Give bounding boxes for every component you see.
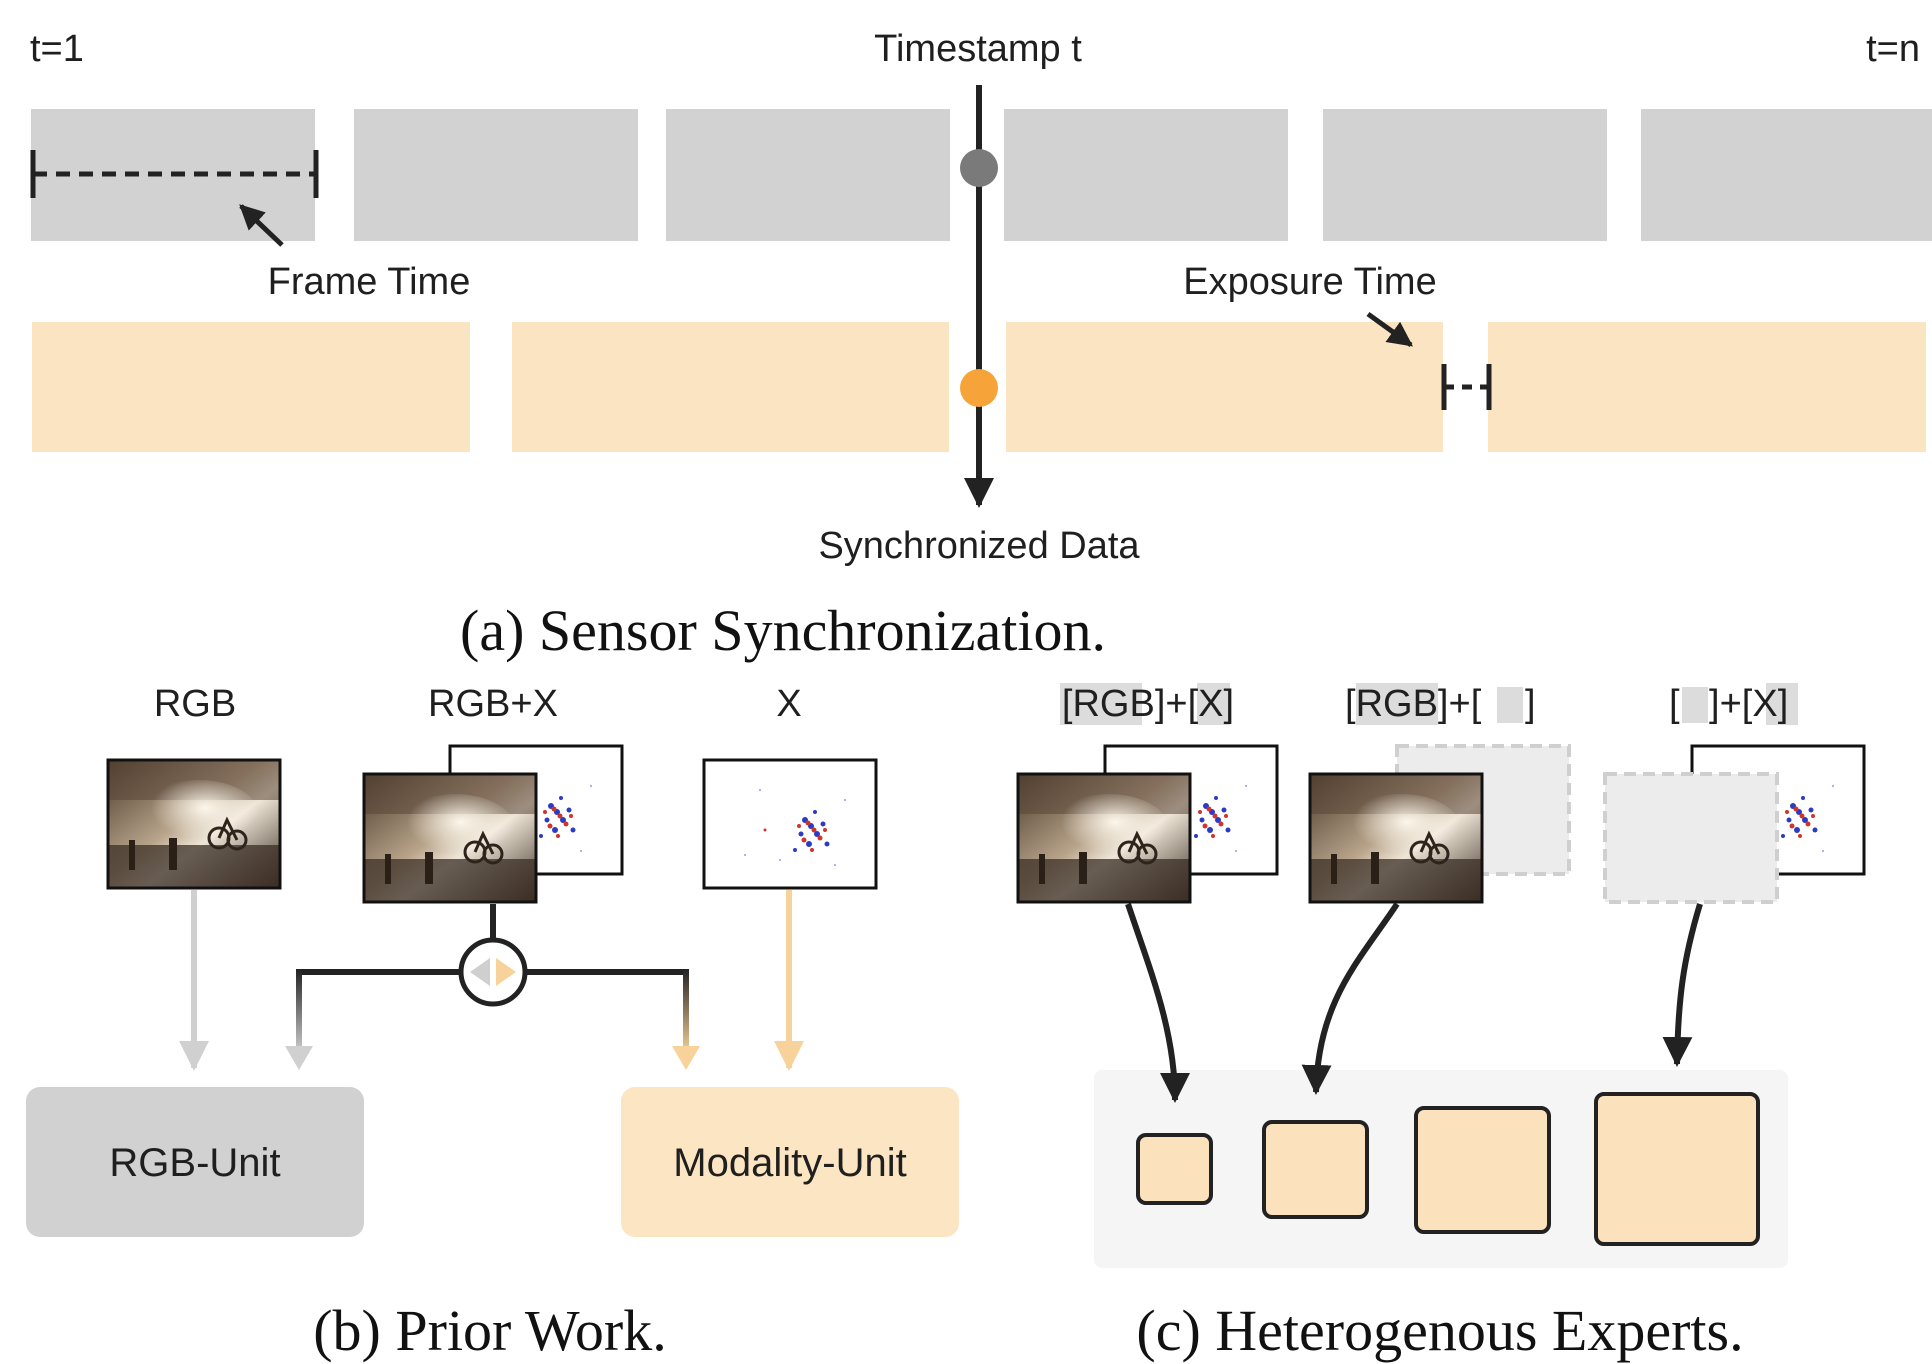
label-text: RGB [1356, 683, 1438, 725]
label-1-x-highlight [1197, 683, 1230, 725]
peach-frame-row [32, 322, 1926, 452]
label-3-x-highlight [1766, 683, 1798, 725]
caption-a-prefix: (a) [460, 598, 539, 663]
bracket: ] [1155, 683, 1166, 725]
label-rgb-x: RGB+X [428, 683, 558, 725]
label-text: X [1198, 683, 1223, 725]
bracket: ] [1709, 683, 1720, 725]
orange-sample-dot [960, 369, 998, 407]
rgb-x-rgb-thumbnail [362, 772, 538, 904]
rgb-unit-label: RGB-Unit [109, 1141, 280, 1185]
label-text: RGB [1072, 683, 1154, 725]
bracket: ] [1224, 683, 1235, 725]
label-2-empty-slot [1497, 687, 1523, 723]
frame-time-arrow [239, 204, 284, 247]
bracket: ] [1525, 683, 1536, 725]
bracket: [ [1062, 683, 1073, 725]
rgb-thumbnail [106, 758, 282, 890]
fusion-drop-right-head [672, 1046, 700, 1070]
fusion-node-icon [458, 937, 528, 1007]
svg-text:]+[X]: ]+[X] [1709, 683, 1788, 725]
pair-1-rgb-thumbnail [1016, 772, 1192, 904]
bracket: [ [1345, 683, 1356, 725]
modality-unit-box: Modality-Unit [621, 1087, 959, 1237]
bracket: ] [1778, 683, 1789, 725]
caption-c: (c) Heterogenous Experts. [1136, 1298, 1743, 1363]
peach-frame-4 [1488, 322, 1926, 452]
fusion-drop-left-head [285, 1046, 313, 1070]
label-text: X [1752, 683, 1777, 725]
label-x: X [776, 683, 801, 725]
label-t1: t=1 [30, 28, 84, 70]
route-arrow-3 [1662, 903, 1703, 1067]
panel-a: t=1 Timestamp t t=n Frame Time Exposure [30, 28, 1932, 663]
plus-sign: + [1165, 683, 1187, 725]
modality-unit-label: Modality-Unit [673, 1141, 906, 1185]
panel-b: RGB RGB+X X [26, 683, 959, 1363]
bracket: [ [1669, 683, 1680, 725]
label-1-rgb-highlight [1060, 683, 1142, 725]
x-event-thumbnail [702, 758, 878, 890]
label-exposure-time: Exposure Time [1183, 261, 1436, 303]
label-rgb-plus-empty: [RGB]+[ ] [1345, 683, 1536, 725]
expert-small [1136, 1133, 1213, 1205]
gray-frame-3 [666, 109, 950, 241]
label-rgb-plus-x: [RGB]+[X] [1060, 683, 1234, 725]
peach-frame-3 [1006, 322, 1443, 452]
pair-2-rgb-thumbnail [1308, 772, 1484, 904]
expert-medium [1262, 1120, 1369, 1219]
caption-a: (a) Sensor Synchronization. [460, 598, 1106, 663]
caption-c-title: Heterogenous Experts. [1215, 1298, 1743, 1363]
panel-c: [RGB]+[X] [RGB]+[ ] [ ]+[X] [1016, 683, 1866, 1363]
bracket: [ [1188, 683, 1199, 725]
label-tn: t=n [1866, 28, 1920, 70]
svg-text:[RGB]+[X]: [RGB]+[X] [1062, 683, 1234, 725]
label-synchronized-data: Synchronized Data [818, 525, 1140, 567]
rgb-unit-box: RGB-Unit [26, 1087, 364, 1237]
plus-sign: + [1448, 683, 1470, 725]
caption-b-prefix: (b) [313, 1298, 395, 1363]
caption-b-title: Prior Work. [395, 1298, 666, 1363]
fusion-drop-left [296, 969, 302, 1054]
bracket: ] [1438, 683, 1449, 725]
gray-frame-6 [1641, 109, 1932, 241]
gray-frame-5 [1323, 109, 1607, 241]
frame-time-marker [30, 150, 319, 198]
fusion-drop-right [683, 969, 689, 1054]
caption-a-title: Sensor Synchronization. [539, 598, 1106, 663]
gray-frame-2 [354, 109, 638, 241]
label-2-rgb-highlight [1356, 683, 1438, 725]
label-empty-plus-x: [ ]+[X] [1669, 683, 1798, 725]
bracket: [ [1471, 683, 1482, 725]
gray-frame-row [31, 109, 1932, 241]
label-3-empty-slot [1682, 687, 1708, 723]
svg-text:[RGB]+[: [RGB]+[ [1345, 683, 1482, 725]
gray-frame-4 [1004, 109, 1288, 241]
caption-c-prefix: (c) [1136, 1298, 1215, 1363]
bracket: [ [1742, 683, 1753, 725]
label-timestamp: Timestamp t [874, 28, 1082, 70]
exposure-time-marker [1441, 364, 1492, 410]
label-rgb: RGB [154, 683, 236, 725]
exposure-time-arrow [1366, 311, 1414, 348]
peach-frame-2 [512, 322, 949, 452]
route-arrow-1 [1125, 903, 1190, 1103]
expert-xlarge [1594, 1092, 1760, 1246]
pair-3-missing-rgb-placeholder [1603, 772, 1779, 904]
gray-sample-dot [960, 149, 998, 187]
label-frame-time: Frame Time [268, 261, 471, 303]
caption-b: (b) Prior Work. [313, 1298, 667, 1363]
plus-sign: + [1720, 683, 1742, 725]
route-arrow-2 [1301, 902, 1400, 1095]
expert-large [1414, 1106, 1551, 1234]
peach-frame-1 [32, 322, 470, 452]
